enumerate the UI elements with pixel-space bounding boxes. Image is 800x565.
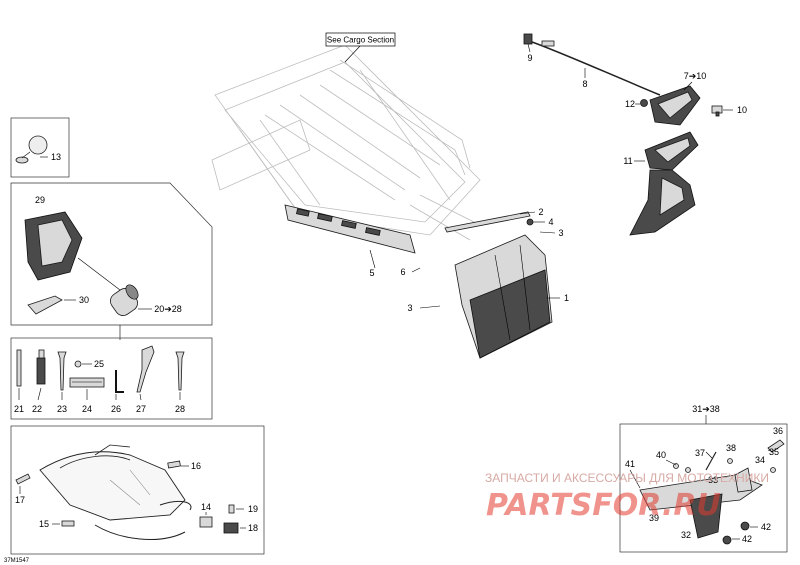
callout-16: 16 <box>191 461 201 471</box>
cargo-rack-ghost <box>211 44 481 241</box>
callout-12: 12 <box>625 99 635 109</box>
callout-3-bottom: 3 <box>407 303 412 313</box>
callout-9: 9 <box>527 53 532 63</box>
callout-19: 19 <box>248 504 258 514</box>
callout-18: 18 <box>248 523 258 533</box>
watermark: ЗАПЧАСТИ И АКСЕССУАРЫ ДЛЯ МОТОТЕХНИКИ PA… <box>485 471 769 523</box>
reference-box-text: See Cargo Section <box>327 36 394 45</box>
box-29-tool-kit: 29 30 20➔28 <box>10 182 213 340</box>
callout-6: 6 <box>400 267 405 277</box>
callout-42-bottom: 42 <box>742 534 752 544</box>
callout-8: 8 <box>582 79 587 89</box>
callout-3-top: 3 <box>558 228 563 238</box>
cargo-section-reference[interactable]: See Cargo Section <box>325 32 396 47</box>
callout-1: 1 <box>564 293 569 303</box>
snowmobile-outline <box>39 444 192 540</box>
callout-31-38: 31➔38 <box>692 404 720 414</box>
part-12-grommet <box>640 99 648 107</box>
box-13: 13 <box>10 117 70 178</box>
box-tools: 21 22 23 25 24 26 27 28 <box>10 337 213 420</box>
callout-42-right: 42 <box>761 522 771 532</box>
callout-41: 41 <box>625 459 635 469</box>
callout-39: 39 <box>649 513 659 523</box>
callout-5: 5 <box>369 268 374 278</box>
callout-33: 33 <box>708 475 718 485</box>
box-31-38-bracket: 31➔38 36 35 34 37 38 40 41 33 39 32 <box>619 404 788 553</box>
part-8-wiring-harness <box>523 33 661 96</box>
callout-27: 27 <box>136 404 146 414</box>
watermark-text: ЗАПЧАСТИ И АКСЕССУАРЫ ДЛЯ МОТОТЕХНИКИ <box>485 471 769 485</box>
callout-4: 4 <box>548 217 553 227</box>
callout-17: 17 <box>15 495 25 505</box>
part-11-light-housing <box>629 131 699 236</box>
callout-40: 40 <box>656 450 666 460</box>
callout-35: 35 <box>769 447 779 457</box>
tool-roll <box>110 284 139 316</box>
watermark-logo: PARTSFOR.RU <box>486 488 721 523</box>
callout-26: 26 <box>111 404 121 414</box>
callout-13: 13 <box>51 152 61 162</box>
callout-7-10: 7➔10 <box>684 71 707 81</box>
callout-14: 14 <box>201 502 211 512</box>
box-snowmobile: 17 16 15 14 18 19 <box>10 425 265 555</box>
callout-2: 2 <box>538 207 543 217</box>
part-10-bulb <box>711 105 723 117</box>
callout-24: 24 <box>82 404 92 414</box>
callout-11: 11 <box>623 156 632 166</box>
callout-30: 30 <box>79 295 89 305</box>
callout-37: 37 <box>695 448 705 458</box>
callout-23: 23 <box>57 404 67 414</box>
drawing-code: 37M1547 <box>4 558 30 564</box>
callout-21: 21 <box>14 404 24 414</box>
part-5-side-panel <box>284 204 416 254</box>
callout-20-28: 20➔28 <box>154 304 182 314</box>
part-7-tail-light <box>649 85 701 126</box>
callout-36: 36 <box>773 426 783 436</box>
part-1-rear-flap <box>454 234 553 359</box>
callout-38: 38 <box>726 443 736 453</box>
callout-10: 10 <box>737 105 747 115</box>
callout-29: 29 <box>35 195 45 205</box>
callout-34: 34 <box>755 455 765 465</box>
callout-25: 25 <box>94 359 104 369</box>
callout-32: 32 <box>681 530 691 540</box>
part-2-mounting-strip <box>444 211 531 233</box>
callout-22: 22 <box>32 404 42 414</box>
callout-15: 15 <box>39 519 49 529</box>
callout-28: 28 <box>175 404 185 414</box>
